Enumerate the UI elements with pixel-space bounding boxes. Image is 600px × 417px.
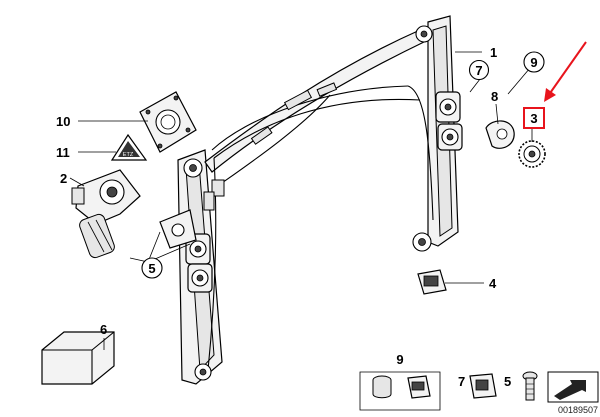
- sealing-block-part: [41, 331, 115, 385]
- clip-part: [417, 269, 447, 295]
- strip-callout-5: 5: [504, 374, 511, 389]
- reference-code: 00189507: [558, 405, 598, 415]
- callout-6: 6: [100, 322, 107, 337]
- callout-2: 2: [60, 171, 67, 186]
- callout-4: 4: [489, 276, 497, 291]
- callout-5-circle: [141, 257, 163, 279]
- gasket-plate-part: [139, 91, 197, 153]
- strip-callout-9: 9: [396, 352, 403, 367]
- strip-screw-part: [522, 371, 538, 401]
- strip-clip-part: [469, 373, 497, 399]
- gear-ring-part: [518, 140, 546, 168]
- callout-3-highlight-box: [523, 107, 545, 129]
- callout-8: 8: [491, 89, 498, 104]
- callout-7-circle: [468, 59, 490, 81]
- strip-callout-7: 7: [458, 374, 465, 389]
- callouts: 1 7 9 8 3 4 10 11 2 5 6: [56, 45, 545, 337]
- strip-arrow-box: [547, 371, 599, 403]
- callout-9: 9: [530, 55, 537, 70]
- attention-arrow: [544, 41, 587, 102]
- callout-3: 3: [530, 111, 537, 126]
- window-motor-part: [71, 169, 141, 259]
- strip-bushing-part: [372, 375, 392, 399]
- callout-5: 5: [148, 261, 155, 276]
- window-regulator-assembly: [159, 15, 463, 385]
- cover-cap-part: [485, 120, 515, 149]
- callout-7: 7: [475, 63, 482, 78]
- warning-label-text: ETZ: [123, 152, 134, 158]
- callout-9-circle: [523, 51, 545, 73]
- strip-slider-part: [407, 375, 431, 399]
- callout-10: 10: [56, 114, 70, 129]
- callout-11: 11: [56, 145, 70, 160]
- warning-label-part: ETZ: [110, 133, 148, 161]
- small-parts-strip: 9 7 5 00189507: [359, 352, 599, 415]
- callout-1: 1: [490, 45, 497, 60]
